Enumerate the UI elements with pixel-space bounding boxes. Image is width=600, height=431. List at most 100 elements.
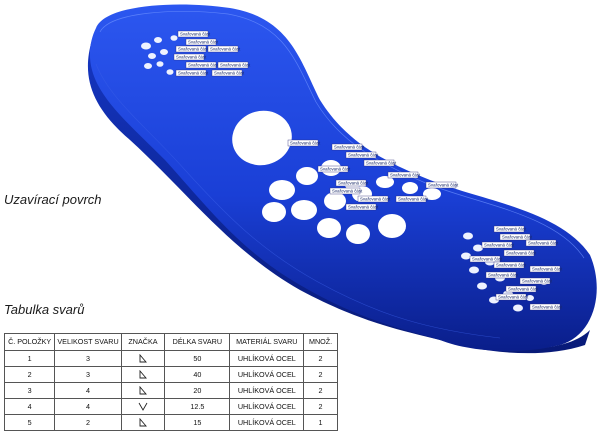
svg-text:Svařovaná část: Svařovaná část <box>522 279 553 284</box>
weld-callout: Svařovaná část <box>525 239 559 247</box>
weld-callout: Svařovaná část <box>287 139 321 147</box>
weld-callout: Svařovaná část <box>493 261 527 269</box>
svg-text:Svařovaná část: Svařovaná část <box>502 235 533 240</box>
weld-callout: Svařovaná část <box>503 249 537 257</box>
cell-qty: 2 <box>303 398 338 415</box>
weld-callout: Svařovaná část <box>317 165 351 173</box>
svg-text:Svařovaná část: Svařovaná část <box>178 71 209 76</box>
weld-callout: Svařovaná část <box>469 255 503 263</box>
v-groove-weld-icon <box>138 402 148 412</box>
cell-material: UHLÍKOVÁ OCEL <box>229 382 305 399</box>
cell-size: 3 <box>54 350 122 367</box>
weld-callout: Svařovaná část <box>173 53 207 61</box>
svg-text:Svařovaná část: Svařovaná část <box>360 197 391 202</box>
fillet-weld-icon <box>120 350 166 367</box>
cell-length: 20 <box>164 382 231 399</box>
weld-callout: Svařovaná část <box>363 159 397 167</box>
weld-callout: Svařovaná část <box>493 225 527 233</box>
svg-text:Svařovaná část: Svařovaná část <box>506 251 537 256</box>
closing-surface-caption: Uzavírací povrch <box>4 192 102 207</box>
cell-material: UHLÍKOVÁ OCEL <box>229 398 305 415</box>
weld-callout: Svařovaná část <box>505 285 539 293</box>
weld-callout: Svařovaná část <box>329 187 363 195</box>
cell-qty: 1 <box>303 414 338 431</box>
weld-callout: Svařovaná část <box>499 233 533 241</box>
col-header-item: Č. POLOŽKY <box>3 333 56 351</box>
weld-callout: Svařovaná část <box>211 69 245 77</box>
cell-length: 50 <box>164 350 231 367</box>
cell-qty: 2 <box>303 366 338 383</box>
weld-callout: Svařovaná část <box>185 38 219 46</box>
weld-callout: Svařovaná část <box>185 61 219 69</box>
weld-callout: Svařovaná část <box>357 195 391 203</box>
cell-item: 5 <box>3 414 56 431</box>
col-header-symbol: ZNAČKA <box>120 333 166 351</box>
svg-text:Svařovaná část: Svařovaná část <box>348 153 379 158</box>
table-header-row: Č. POLOŽKY VELIKOST SVARU ZNAČKA DÉLKA S… <box>3 333 338 351</box>
col-header-length: DÉLKA SVARU <box>164 333 231 351</box>
weld-callout: Svařovaná část <box>529 265 563 273</box>
weld-callout: Svařovaná část <box>175 69 209 77</box>
weld-callout: Svařovaná část <box>207 45 241 53</box>
svg-text:Svařovaná část: Svařovaná část <box>180 32 211 37</box>
cell-item: 2 <box>3 366 56 383</box>
weld-callouts: Svařovaná část Svařovaná část Svařovaná … <box>173 30 563 311</box>
weld-callout: Svařovaná část <box>331 143 365 151</box>
weld-callout: Svařovaná část <box>495 293 529 301</box>
cell-size: 4 <box>54 382 122 399</box>
svg-text:Svařovaná část: Svařovaná část <box>366 161 397 166</box>
weld-callout: Svařovaná část <box>485 271 519 279</box>
cell-item: 1 <box>3 350 56 367</box>
svg-text:Svařovaná část: Svařovaná část <box>390 173 421 178</box>
cell-item: 3 <box>3 382 56 399</box>
cell-length: 12.5 <box>164 398 231 415</box>
cell-length: 15 <box>164 414 231 431</box>
weld-callout: Svařovaná část <box>217 61 251 69</box>
col-header-material: MATERIÁL SVARU <box>229 333 305 351</box>
cell-size: 3 <box>54 366 122 383</box>
weld-callout: Svařovaná část <box>345 151 379 159</box>
col-header-size: VELIKOST SVARU <box>54 333 122 351</box>
weld-callout: Svařovaná část <box>519 277 553 285</box>
svg-text:Svařovaná část: Svařovaná část <box>210 47 241 52</box>
hole-cluster-middle <box>232 110 441 244</box>
weld-table-caption: Tabulka svarů <box>4 302 85 317</box>
hole-cluster-top <box>141 35 178 75</box>
weld-table: Č. POLOŽKY VELIKOST SVARU ZNAČKA DÉLKA S… <box>3 333 338 431</box>
weld-callout: Svařovaná část <box>345 203 379 211</box>
weld-callout: Svařovaná část <box>335 179 369 187</box>
fillet-weld-icon <box>139 353 147 363</box>
svg-text:Svařovaná část: Svařovaná část <box>508 287 539 292</box>
cell-qty: 2 <box>303 382 338 399</box>
fillet-weld-icon <box>120 366 166 383</box>
svg-text:Svařovaná část: Svařovaná část <box>472 257 503 262</box>
svg-text:Svařovaná část: Svařovaná část <box>290 141 321 146</box>
weld-callout: Svařovaná část <box>175 45 209 53</box>
svg-text:Svařovaná část: Svařovaná část <box>188 63 219 68</box>
svg-text:Svařovaná část: Svařovaná část <box>532 305 563 310</box>
col-header-qty: MNOŽ. <box>303 333 338 351</box>
svg-text:Svařovaná část: Svařovaná část <box>188 40 219 45</box>
fillet-weld-icon <box>120 382 166 399</box>
cell-qty: 2 <box>303 350 338 367</box>
weld-callout: Svařovaná část <box>177 30 211 38</box>
svg-text:Svařovaná část: Svařovaná část <box>496 227 527 232</box>
weld-callout: Svařovaná část <box>425 181 459 189</box>
svg-text:Svařovaná část: Svařovaná část <box>176 55 207 60</box>
svg-text:Svařovaná část: Svařovaná část <box>496 263 527 268</box>
svg-text:Svařovaná část: Svařovaná část <box>220 63 251 68</box>
cell-material: UHLÍKOVÁ OCEL <box>229 414 305 431</box>
svg-text:Svařovaná část: Svařovaná část <box>498 295 529 300</box>
fillet-weld-icon <box>139 369 147 379</box>
cell-material: UHLÍKOVÁ OCEL <box>229 366 305 383</box>
cell-material: UHLÍKOVÁ OCEL <box>229 350 305 367</box>
v-groove-weld-icon <box>120 398 166 415</box>
svg-text:Svařovaná část: Svařovaná část <box>214 71 245 76</box>
